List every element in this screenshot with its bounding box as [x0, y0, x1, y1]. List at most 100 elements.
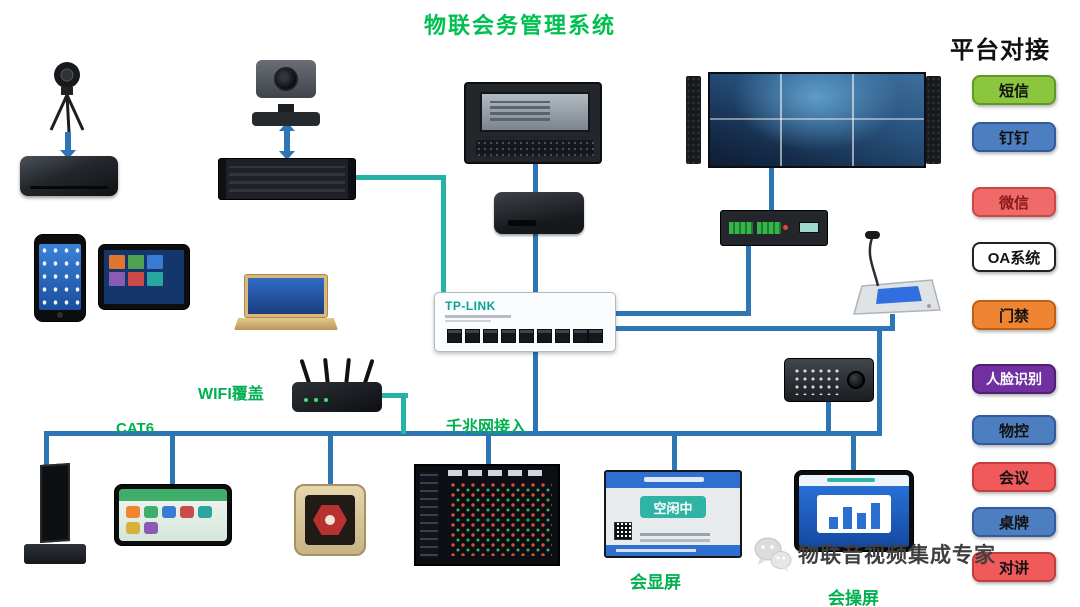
matrix-control-screen: [414, 464, 560, 566]
link-line: [826, 402, 831, 434]
link-line-teal: [376, 393, 408, 398]
link-line: [890, 314, 895, 328]
app-tile: [128, 255, 144, 269]
room-status-display: 空闲中: [604, 470, 742, 558]
app-icon: [144, 522, 158, 534]
touch-panel-icons: [119, 501, 227, 539]
av-control-server: [464, 82, 602, 164]
camera-lens: [60, 68, 74, 82]
lift-monitor-screen: [40, 462, 70, 544]
switch-port: [519, 329, 534, 343]
ptz-camera-head: [256, 60, 316, 98]
room-status-badge: 空闲中: [640, 496, 706, 518]
chart-bar: [870, 503, 880, 529]
app-tile: [109, 272, 125, 286]
room-sign-header: [606, 472, 740, 488]
app-tile: [147, 255, 163, 269]
platform-title: 平台对接: [950, 37, 1050, 64]
label-meeting-display-screen: 会显屏: [630, 573, 681, 592]
switch-port: [501, 329, 516, 343]
app-icon: [126, 506, 140, 518]
app-icon: [180, 506, 194, 518]
link-line: [533, 233, 538, 293]
rack-ear: [348, 159, 355, 199]
rack-server: [218, 158, 356, 200]
footer-brand-row: 物联音视频集成专家: [752, 534, 996, 574]
link-line: [614, 326, 895, 331]
page-title: 物联会务管理系统: [423, 13, 616, 38]
wifi-router: [292, 357, 382, 412]
switch-port: [573, 329, 588, 343]
switch-port: [537, 329, 552, 343]
touch-control-panel: [114, 484, 232, 546]
link-line: [533, 352, 538, 434]
ptz-camera-neck: [278, 104, 294, 114]
processor-display: [799, 222, 819, 233]
room-sign-footer: [606, 545, 740, 556]
ptz-controller-keyboard: [784, 358, 874, 402]
door-sign-screen: [305, 495, 355, 545]
label-cat6: CAT6: [116, 420, 155, 437]
router-led: [314, 398, 318, 402]
mini-pc: [20, 156, 118, 196]
platform-item-wechat: 微信: [972, 187, 1056, 217]
server-screen: [480, 92, 590, 132]
link-line-teal: [401, 393, 406, 434]
speaker-right: [926, 76, 941, 164]
footer-brand-text: 物联音视频集成专家: [798, 544, 996, 567]
wireless-tablet-card: [817, 495, 891, 533]
wechat-icon: [754, 537, 792, 572]
lift-monitor: [24, 462, 86, 564]
switch-port: [447, 329, 462, 343]
router-body: [292, 382, 382, 412]
keyboard-buttons: [793, 367, 843, 395]
paging-microphone-graphic: [852, 231, 941, 315]
matrix-toolbar: [448, 470, 548, 476]
webcam-on-tripod: [40, 58, 104, 136]
link-line: [851, 431, 856, 474]
ptz-camera-base: [252, 112, 320, 126]
green-port-block: [729, 222, 753, 234]
server-keyboard: [476, 140, 594, 156]
room-status-text: 空闲中: [653, 500, 693, 516]
speaker-left: [686, 76, 701, 164]
link-line: [672, 431, 677, 474]
link-line: [486, 431, 491, 468]
ptz-camera-lens: [274, 67, 298, 91]
chart-bar: [842, 507, 852, 529]
switch-model-line: [445, 315, 511, 318]
wireless-tablet-screen: [799, 475, 909, 547]
touch-panel-header: [119, 489, 227, 501]
qr-code: [614, 522, 632, 540]
platform-item-sms: 短信: [972, 75, 1056, 105]
double-arrow: [279, 122, 295, 160]
platform-item-desk-card: 桌牌: [972, 507, 1056, 537]
matrix-sidebar: [416, 466, 442, 564]
app-tile: [128, 272, 144, 286]
video-codec: [494, 192, 584, 234]
touch-panel-screen: [119, 489, 227, 541]
router-led: [304, 398, 308, 402]
laptop: [234, 274, 338, 330]
hexagon-emblem: [313, 505, 347, 535]
chart-bar: [828, 517, 838, 529]
video-wall: [708, 72, 926, 168]
platform-item-access-control: 门禁: [972, 300, 1056, 330]
webcam-tripod-graphic: [49, 62, 85, 133]
platform-item-dingtalk: 钉钉: [972, 122, 1056, 152]
link-line: [170, 431, 175, 488]
switch-port: [465, 329, 480, 343]
switch-brand: TP-LINK: [445, 299, 496, 313]
platform-item-face-recognition: 人脸识别: [972, 364, 1056, 394]
app-icon: [144, 506, 158, 518]
link-line: [533, 163, 538, 195]
link-line: [328, 431, 333, 488]
platform-item-device-control: 物控: [972, 415, 1056, 445]
link-line: [769, 166, 774, 214]
label-gigabit-access: 千兆网接入: [446, 419, 527, 436]
lift-monitor-base: [24, 544, 86, 564]
bus-line: [44, 431, 882, 436]
switch-uplink-port: [588, 329, 603, 343]
app-tile: [109, 255, 125, 269]
